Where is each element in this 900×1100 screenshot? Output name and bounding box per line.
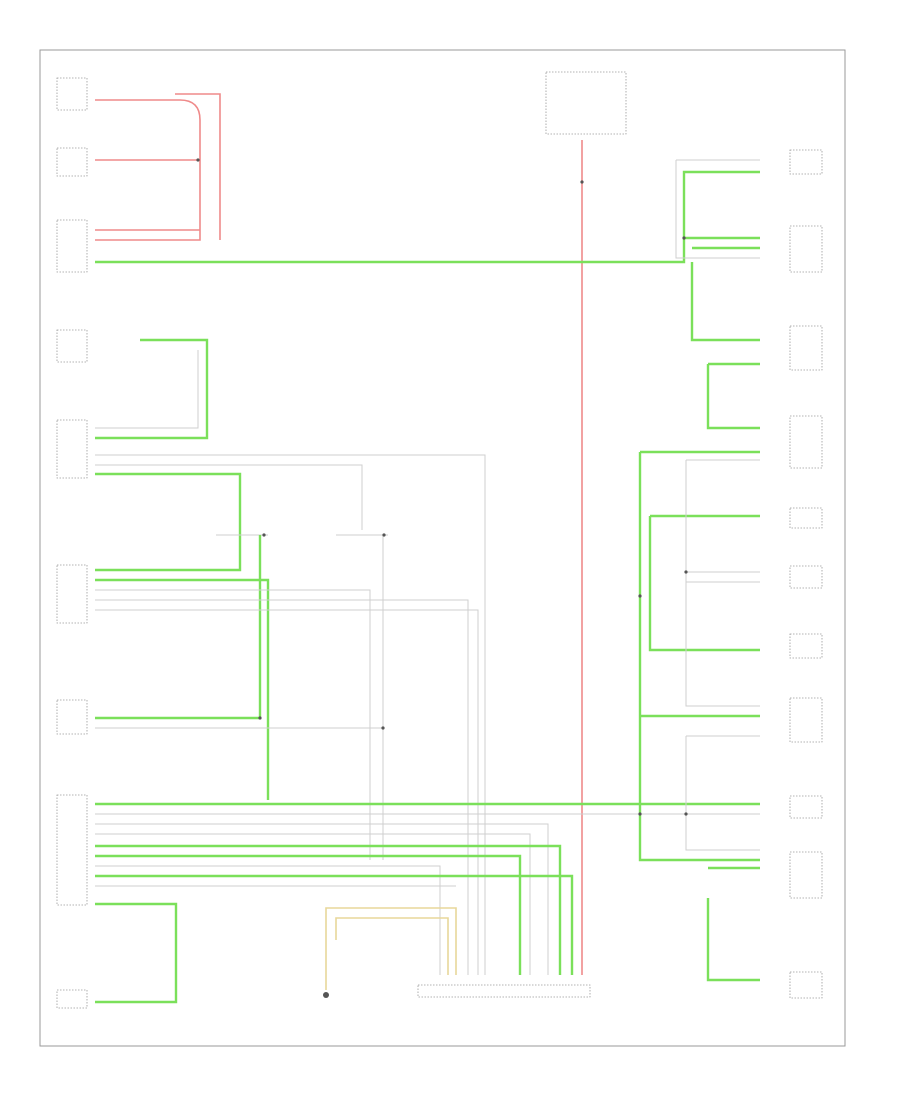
left-module-7 (56, 699, 88, 735)
can-wire-right-c (706, 362, 760, 430)
fuse-block (545, 71, 627, 135)
right-green-4 (706, 866, 760, 982)
left-module-3 (56, 219, 88, 273)
gray-wire-2 (95, 350, 199, 429)
red-wire-2 (175, 93, 221, 240)
right-module-11 (789, 971, 823, 999)
splice-node-2 (682, 236, 686, 240)
left-module-5 (56, 419, 88, 479)
gray-wire-4 (95, 464, 363, 530)
gray-bus-f (95, 865, 441, 975)
splice-node-9 (684, 812, 688, 816)
gray-bus-b (95, 823, 549, 975)
green-wire-4 (95, 578, 270, 800)
left-module-9 (56, 989, 88, 1009)
right-module-1 (789, 149, 823, 175)
right-module-3 (789, 325, 823, 371)
right-green-1 (638, 450, 760, 862)
right-gray-1 (685, 459, 760, 707)
gray-wire-5 (95, 589, 371, 860)
ground-symbol (323, 992, 329, 998)
splice-node-11 (382, 533, 386, 537)
gray-wire-6 (95, 599, 469, 975)
yellow-wire-1 (325, 907, 457, 990)
right-gray-3 (685, 735, 760, 851)
right-module-5 (789, 507, 823, 529)
splice-node-1 (196, 158, 200, 162)
gray-bus-c (95, 833, 531, 975)
right-module-10 (789, 851, 823, 899)
green-bus-i (95, 902, 178, 1004)
right-module-8 (789, 697, 823, 743)
right-module-6 (789, 565, 823, 589)
splice-node-3 (580, 180, 584, 184)
left-module-2 (56, 147, 88, 177)
can-wire-right-a (690, 262, 760, 342)
right-module-4 (789, 415, 823, 469)
left-module-4 (56, 329, 88, 363)
gray-wire-right-a (675, 159, 760, 259)
can-wire-top (95, 170, 760, 264)
right-module-7 (789, 633, 823, 659)
diagram-frame (39, 49, 846, 1047)
green-bus-e (95, 854, 522, 975)
data-link-connector (417, 984, 591, 998)
gray-wire-8 (95, 727, 384, 860)
green-wire-2 (95, 338, 209, 440)
gray-wire-3 (95, 454, 486, 975)
yellow-wire-2 (335, 917, 449, 975)
right-gray-2 (686, 571, 760, 583)
splice-node-10 (262, 533, 266, 537)
left-module-8 (56, 794, 88, 906)
splice-node-4 (258, 716, 262, 720)
green-wire-5 (95, 535, 262, 720)
green-bus-d (95, 844, 562, 975)
splice-node-8 (638, 812, 642, 816)
right-module-2 (789, 225, 823, 273)
left-module-6 (56, 564, 88, 624)
green-bus-g (95, 874, 574, 975)
right-module-9 (789, 795, 823, 819)
green-wire-3 (95, 472, 242, 572)
splice-node-7 (684, 570, 688, 574)
red-wire-1 (95, 99, 201, 241)
gray-wire-7 (95, 609, 479, 975)
left-module-1 (56, 77, 88, 111)
right-green-2 (648, 514, 760, 652)
splice-node-6 (638, 594, 642, 598)
splice-node-5 (381, 726, 385, 730)
